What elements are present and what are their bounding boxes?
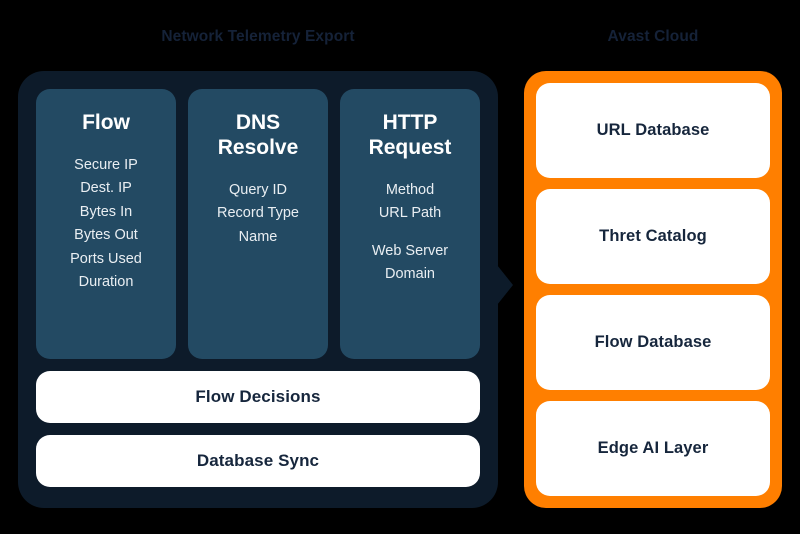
protocol-field-list: Secure IP Dest. IP Bytes In Bytes Out Po… bbox=[46, 154, 166, 295]
protocol-field: Record Type bbox=[217, 205, 299, 222]
protocol-field-list: Method URL Path Web Server Domain bbox=[350, 179, 470, 287]
protocol-card-dns-resolve[interactable]: DNS Resolve Query ID Record Type Name bbox=[188, 89, 328, 359]
protocol-card-title: Flow bbox=[82, 111, 130, 134]
cloud-card-thret-catalog[interactable]: Thret Catalog bbox=[536, 189, 770, 284]
protocol-field: Web Server Domain bbox=[371, 242, 449, 282]
protocol-field: Dest. IP bbox=[80, 180, 132, 197]
protocol-field: Name bbox=[238, 228, 278, 245]
protocol-card-http-request[interactable]: HTTP Request Method URL Path Web Server … bbox=[340, 89, 480, 359]
protocol-card-title: DNS Resolve bbox=[217, 111, 299, 159]
cloud-card-flow-database[interactable]: Flow Database bbox=[536, 295, 770, 390]
cloud-card-url-database[interactable]: URL Database bbox=[536, 83, 770, 178]
protocol-field: Bytes Out bbox=[74, 227, 138, 244]
telemetry-pill-stack: Flow Decisions Database Sync bbox=[36, 371, 480, 487]
flow-arrow-icon bbox=[497, 265, 513, 305]
protocol-card-row: Flow Secure IP Dest. IP Bytes In Bytes O… bbox=[36, 89, 480, 359]
cloud-card-edge-ai-layer[interactable]: Edge AI Layer bbox=[536, 401, 770, 496]
protocol-field: Bytes In bbox=[79, 203, 133, 220]
protocol-field: Method bbox=[385, 181, 435, 198]
telemetry-panel: Flow Secure IP Dest. IP Bytes In Bytes O… bbox=[18, 71, 498, 508]
cloud-panel-title: Avast Cloud bbox=[607, 28, 699, 45]
protocol-field-list: Query ID Record Type Name bbox=[198, 179, 318, 249]
telemetry-panel-title: Network Telemetry Export bbox=[161, 28, 355, 45]
protocol-field: Ports Used bbox=[70, 250, 142, 267]
protocol-card-flow[interactable]: Flow Secure IP Dest. IP Bytes In Bytes O… bbox=[36, 89, 176, 359]
pill-flow-decisions[interactable]: Flow Decisions bbox=[36, 371, 480, 423]
pill-database-sync[interactable]: Database Sync bbox=[36, 435, 480, 487]
protocol-field: Duration bbox=[78, 274, 134, 291]
protocol-card-title: HTTP Request bbox=[368, 111, 452, 159]
protocol-field: Query ID bbox=[228, 181, 287, 198]
protocol-field: Secure IP bbox=[74, 156, 138, 173]
cloud-panel: URL Database Thret Catalog Flow Database… bbox=[524, 71, 782, 508]
protocol-field: URL Path bbox=[378, 205, 442, 222]
